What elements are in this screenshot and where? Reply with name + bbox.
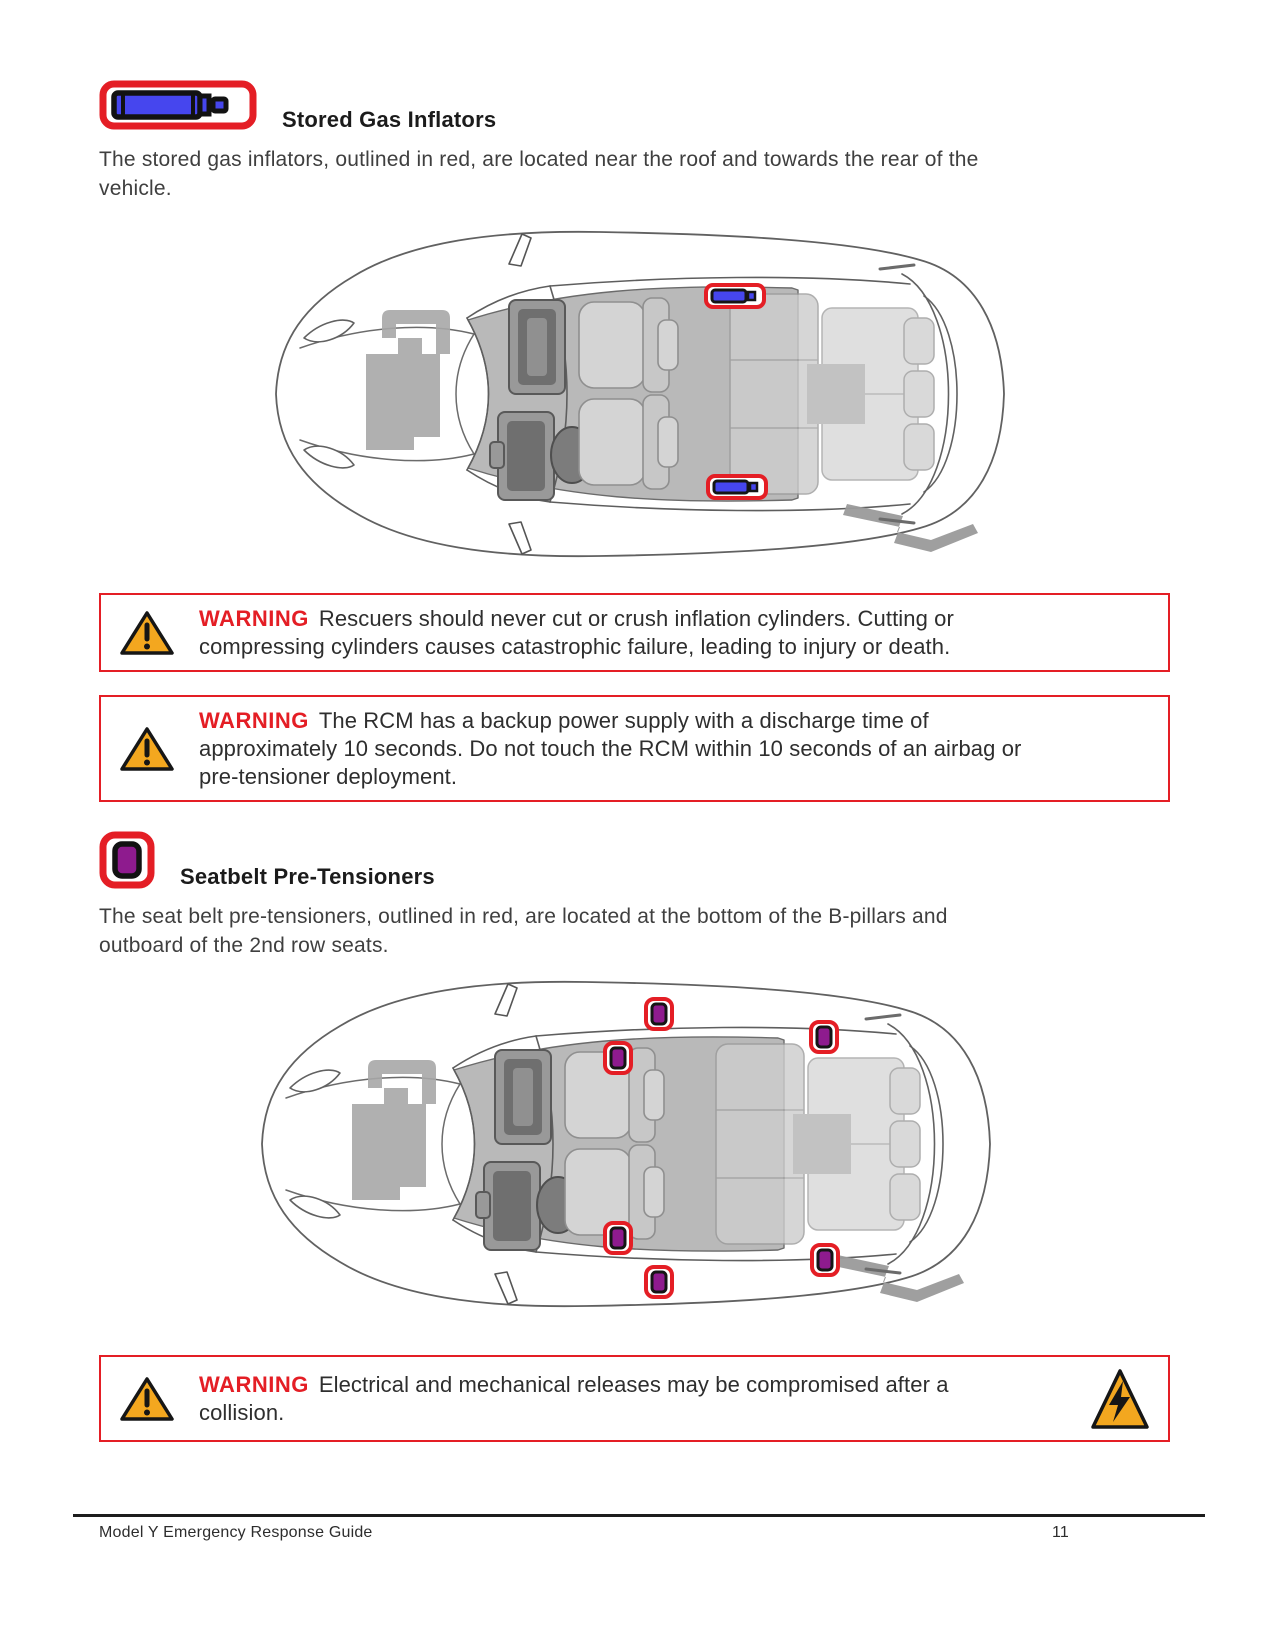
seatbelt-pre-tensioners-paragraph: The seat belt pre-tensioners, outlined i… xyxy=(99,905,948,957)
warning-label: WARNING xyxy=(199,605,309,631)
pretensioner-marker xyxy=(644,1265,674,1299)
section-title-seatbelt-pre-tensioners: Seatbelt Pre-Tensioners xyxy=(180,864,435,889)
warning-triangle-icon xyxy=(119,1374,175,1424)
pretensioner-icon xyxy=(99,831,155,889)
section-title-stored-gas-inflators: Stored Gas Inflators xyxy=(282,107,497,132)
vehicle-top-view-figure-pre-tensioners xyxy=(248,972,1003,1317)
gas-inflator-marker xyxy=(706,474,768,500)
warning-label: WARNING xyxy=(199,1371,309,1397)
high-voltage-icon xyxy=(1088,1367,1152,1431)
stored-gas-inflators-paragraph: The stored gas inflators, outlined in re… xyxy=(99,148,979,200)
pretensioner-marker xyxy=(603,1221,633,1255)
gas-cylinder-icon xyxy=(99,80,257,130)
pretensioner-marker xyxy=(644,997,674,1031)
pretensioner-marker xyxy=(603,1041,633,1075)
footer-title: Model Y Emergency Response Guide xyxy=(99,1524,373,1541)
pretensioner-marker xyxy=(809,1020,839,1054)
footer-divider xyxy=(73,1514,1205,1517)
pretensioner-marker xyxy=(810,1243,840,1277)
page-number: 11 xyxy=(1052,1524,1070,1541)
vehicle-top-view-figure-gas-inflators xyxy=(262,222,1017,567)
warning-label: WARNING xyxy=(199,707,309,733)
gas-inflator-marker xyxy=(704,283,766,309)
warning-triangle-icon xyxy=(119,724,175,774)
warning-triangle-icon xyxy=(119,608,175,658)
